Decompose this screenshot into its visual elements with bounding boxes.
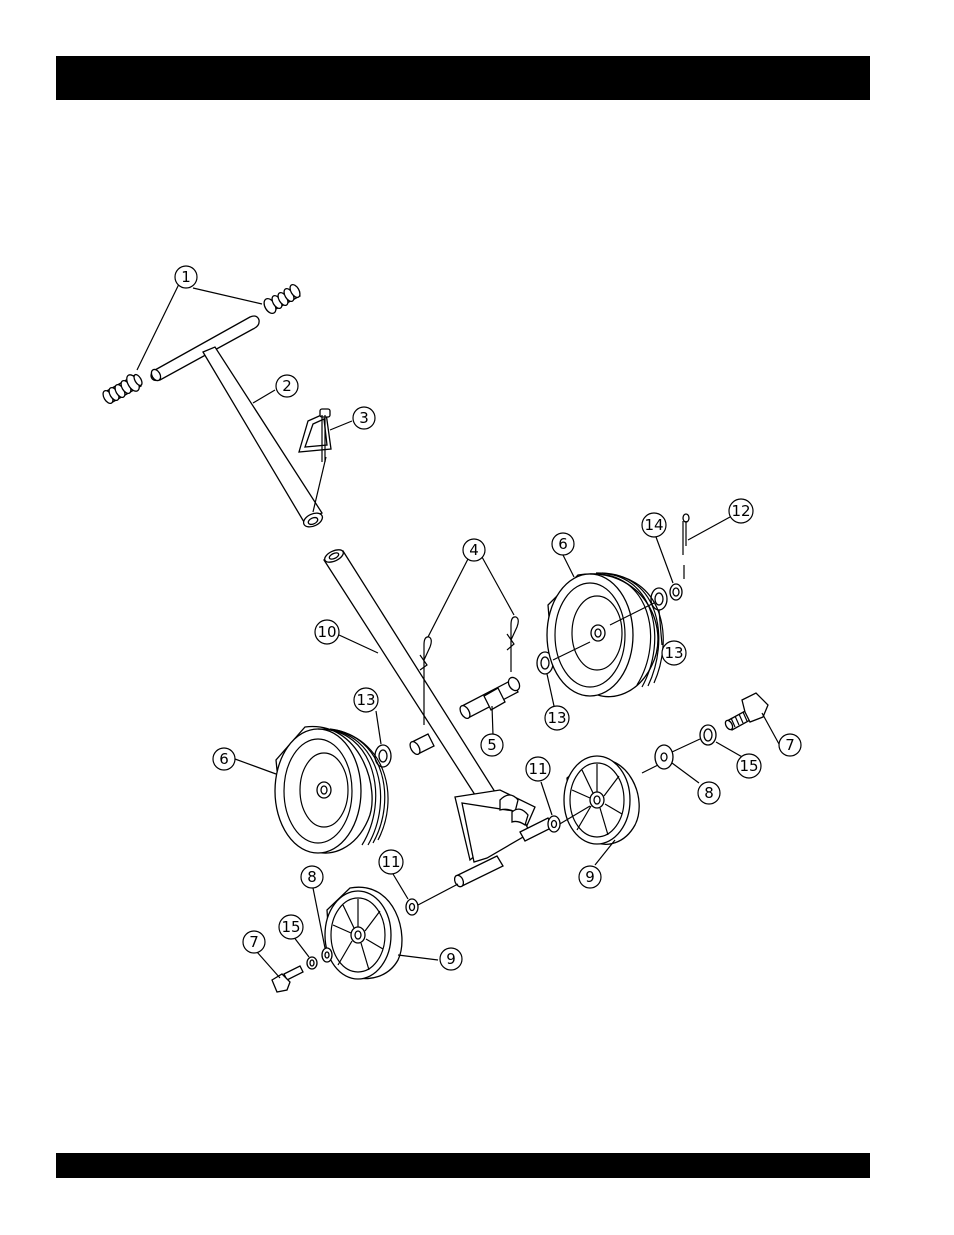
svg-text:7: 7	[249, 933, 259, 951]
washer-15-right	[700, 725, 716, 745]
svg-text:12: 12	[731, 502, 750, 520]
callout-13-upper-right: 13	[662, 641, 686, 665]
svg-text:6: 6	[558, 535, 568, 553]
svg-text:14: 14	[644, 516, 663, 534]
callout-15-left: 15	[279, 915, 303, 939]
tire-upper-right	[547, 573, 663, 697]
callout-9-right: 9	[579, 866, 601, 888]
tube-pin-stub	[408, 734, 434, 756]
svg-text:7: 7	[785, 736, 795, 754]
callout-11-right: 11	[526, 757, 550, 781]
svg-text:11: 11	[528, 760, 547, 778]
washer-8-right	[655, 745, 673, 769]
washer-11-left	[406, 899, 418, 915]
callout-1: 1	[175, 266, 197, 288]
callout-14: 14	[642, 513, 666, 537]
svg-text:3: 3	[359, 409, 369, 427]
washer-8-left	[322, 948, 332, 962]
handle-grip-left	[101, 373, 144, 405]
t-handle	[150, 316, 325, 530]
svg-text:6: 6	[219, 750, 229, 768]
cotter-pin	[683, 514, 689, 579]
svg-text:9: 9	[585, 868, 595, 886]
svg-text:10: 10	[317, 623, 336, 641]
callout-6-upper: 6	[552, 533, 574, 555]
clevis-pin	[458, 675, 522, 720]
svg-text:15: 15	[739, 757, 758, 775]
wheel-right	[553, 756, 660, 844]
svg-text:9: 9	[446, 950, 456, 968]
washer-15-left	[307, 957, 317, 969]
svg-text:15: 15	[281, 918, 300, 936]
svg-text:13: 13	[547, 709, 566, 727]
callout-12: 12	[729, 499, 753, 523]
svg-text:8: 8	[704, 784, 714, 802]
callout-7-right: 7	[779, 734, 801, 756]
base-bracket	[453, 790, 553, 888]
callout-5: 5	[481, 734, 503, 756]
wheel-lower-left	[325, 884, 458, 979]
callout-13-lower: 13	[545, 706, 569, 730]
callout-8-left: 8	[301, 866, 323, 888]
bolt-left	[272, 966, 303, 992]
callout-7-left: 7	[243, 931, 265, 953]
hair-pin-clip-right	[507, 617, 518, 672]
callout-9-left: 9	[440, 948, 462, 970]
washer-14	[670, 584, 682, 600]
callout-6-lower: 6	[213, 748, 235, 770]
svg-text:11: 11	[381, 853, 400, 871]
svg-text:8: 8	[307, 868, 317, 886]
bolt-right	[724, 693, 768, 731]
callout-8-right: 8	[698, 782, 720, 804]
svg-text:13: 13	[664, 644, 683, 662]
washer-13-upper-right	[651, 588, 667, 610]
callout-4: 4	[463, 539, 485, 561]
handle-grip-right	[262, 283, 302, 315]
svg-text:1: 1	[181, 268, 191, 286]
callout-10: 10	[315, 620, 339, 644]
callout-11-left: 11	[379, 850, 403, 874]
callout-13-left: 13	[354, 688, 378, 712]
tire-lower-left	[275, 727, 388, 854]
svg-text:5: 5	[487, 736, 497, 754]
svg-text:13: 13	[356, 691, 375, 709]
callout-3: 3	[353, 407, 375, 429]
svg-text:4: 4	[469, 541, 479, 559]
washer-11-right	[548, 816, 560, 832]
callout-2: 2	[276, 375, 298, 397]
hitch-pin	[299, 409, 331, 462]
svg-text:2: 2	[282, 377, 292, 395]
callout-15-right: 15	[737, 754, 761, 778]
